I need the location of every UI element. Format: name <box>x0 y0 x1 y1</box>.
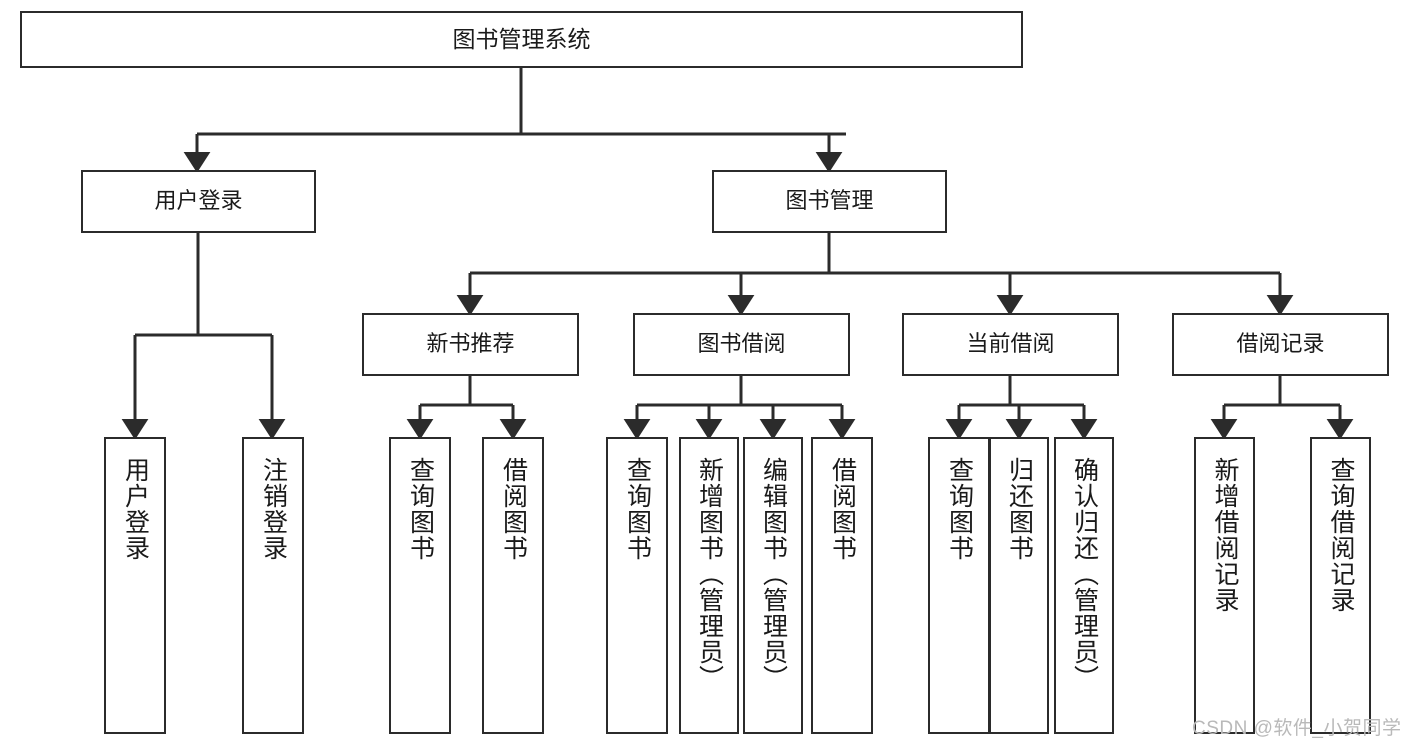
node-borrow-record[interactable]: 借阅记录 <box>1172 313 1389 376</box>
node-root-label: 图书管理系统 <box>452 26 591 53</box>
node-current-borrow[interactable]: 当前借阅 <box>902 313 1119 376</box>
node-book-management-label: 图书管理 <box>785 188 874 214</box>
node-leaf-edit-book-label: 编辑图书（管理员） <box>759 457 788 691</box>
node-book-management[interactable]: 图书管理 <box>712 170 947 233</box>
node-leaf-query-book-2-label: 查询图书 <box>623 457 652 561</box>
node-leaf-add-borrow-record-label: 新增借阅记录 <box>1211 457 1239 613</box>
node-new-book-recommend[interactable]: 新书推荐 <box>362 313 579 376</box>
node-leaf-confirm-return-label: 确认归还（管理员） <box>1070 457 1099 691</box>
node-new-book-recommend-label: 新书推荐 <box>426 331 515 357</box>
node-leaf-query-book-3[interactable]: 查询图书 <box>928 437 990 734</box>
node-leaf-query-borrow-record[interactable]: 查询借阅记录 <box>1310 437 1371 734</box>
node-current-borrow-label: 当前借阅 <box>966 331 1055 357</box>
node-user-login-label: 用户登录 <box>154 188 243 214</box>
node-leaf-user-login-label: 用户登录 <box>121 457 150 561</box>
node-leaf-edit-book[interactable]: 编辑图书（管理员） <box>743 437 803 734</box>
node-leaf-query-book-2[interactable]: 查询图书 <box>606 437 668 734</box>
node-leaf-confirm-return[interactable]: 确认归还（管理员） <box>1054 437 1114 734</box>
node-book-borrow-label: 图书借阅 <box>697 331 786 357</box>
node-leaf-query-book-1-label: 查询图书 <box>406 457 435 561</box>
node-leaf-logout-login-label: 注销登录 <box>259 457 288 561</box>
node-leaf-query-book-1[interactable]: 查询图书 <box>389 437 451 734</box>
node-leaf-query-borrow-record-label: 查询借阅记录 <box>1327 457 1355 613</box>
node-leaf-add-borrow-record[interactable]: 新增借阅记录 <box>1194 437 1255 734</box>
node-leaf-return-book-label: 归还图书 <box>1005 457 1034 561</box>
node-leaf-borrow-book-2[interactable]: 借阅图书 <box>811 437 873 734</box>
node-borrow-record-label: 借阅记录 <box>1236 331 1325 357</box>
node-leaf-logout-login[interactable]: 注销登录 <box>242 437 304 734</box>
node-leaf-add-book-label: 新增图书（管理员） <box>695 457 724 691</box>
node-leaf-borrow-book-1[interactable]: 借阅图书 <box>482 437 544 734</box>
node-leaf-borrow-book-1-label: 借阅图书 <box>499 457 528 561</box>
node-book-borrow[interactable]: 图书借阅 <box>633 313 850 376</box>
node-leaf-add-book[interactable]: 新增图书（管理员） <box>679 437 739 734</box>
node-root-book-management-system[interactable]: 图书管理系统 <box>20 11 1023 68</box>
node-leaf-return-book[interactable]: 归还图书 <box>989 437 1049 734</box>
node-leaf-borrow-book-2-label: 借阅图书 <box>828 457 857 561</box>
node-leaf-query-book-3-label: 查询图书 <box>945 457 974 561</box>
node-user-login[interactable]: 用户登录 <box>81 170 316 233</box>
node-leaf-user-login[interactable]: 用户登录 <box>104 437 166 734</box>
